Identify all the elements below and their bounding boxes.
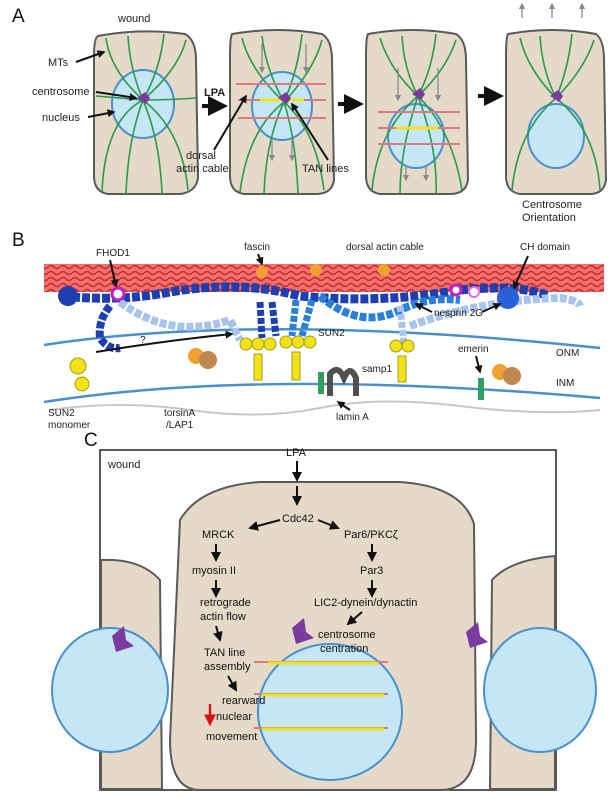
label-emerin: emerin	[458, 344, 489, 355]
ch-domain-right	[497, 287, 519, 309]
flow-tan-assembly-1: TAN line	[204, 647, 245, 659]
label-actin-cable: actin cable	[176, 163, 229, 175]
flow-rearward-3: movement	[206, 731, 257, 743]
centrosome-right	[466, 622, 488, 648]
flow-lpa: LPA	[286, 447, 307, 459]
centrosome-1	[137, 92, 150, 104]
nucleus-3	[387, 103, 445, 169]
flow-myosin: myosin II	[192, 565, 236, 577]
label-centrosome-orientation-2: Orientation	[522, 212, 576, 224]
cell-3	[365, 29, 470, 195]
centrosome-2	[278, 92, 291, 104]
flow-lic2: LIC2-dynein/dynactin	[314, 597, 417, 609]
centrosome-3	[412, 88, 425, 100]
fascin-3	[378, 264, 390, 276]
fhod1-3	[468, 286, 480, 298]
centrosome-4	[550, 90, 563, 102]
label-mts: MTs	[48, 57, 69, 69]
cell-1	[93, 30, 200, 195]
sun2-trimers	[69, 335, 415, 392]
panel-b: B	[12, 230, 604, 431]
label-wound-c: wound	[107, 459, 140, 471]
flow-rearward-2: nuclear	[216, 711, 252, 723]
inner-nuclear-membrane	[43, 382, 601, 404]
label-sun2-monomer-1: SUN2	[48, 408, 75, 419]
torsin-4	[503, 367, 521, 385]
label-centrosome-orientation-1: Centrosome	[522, 199, 582, 211]
centrosome-main	[292, 618, 314, 644]
label-dorsal-actin-cable-b: dorsal actin cable	[346, 242, 424, 253]
cell-2	[229, 29, 336, 195]
cell-4	[505, 2, 608, 195]
samp1	[327, 366, 359, 396]
label-fhod1: FHOD1	[96, 248, 130, 259]
panel-a-letter: A	[12, 6, 25, 27]
centrosome-left	[112, 626, 134, 652]
panel-c-letter: C	[84, 430, 98, 451]
emerin-1	[318, 372, 324, 394]
label-inm: INM	[556, 378, 574, 389]
dorsal-actin-cable	[44, 264, 604, 292]
fascin-1	[256, 266, 268, 278]
label-sun2: SUN2	[318, 328, 345, 339]
label-fascin: fascin	[244, 242, 270, 253]
flow-retrograde-1: retrograde	[200, 597, 251, 609]
fascin-2	[310, 264, 322, 276]
label-dorsal: dorsal	[186, 150, 216, 162]
label-lpa-a: LPA	[204, 87, 225, 99]
main-nucleus	[257, 643, 403, 781]
panel-b-letter: B	[12, 230, 25, 251]
flow-retrograde-2: actin flow	[200, 611, 246, 623]
sun2-monomer	[69, 357, 87, 375]
flow-cdc42: Cdc42	[282, 513, 314, 525]
torsin-2	[199, 351, 217, 369]
nesprin-chains	[61, 282, 584, 353]
flow-centration-2: centration	[320, 643, 368, 655]
panel-c: C wound LPA Cdc42 MRCK myosin II retrogr	[51, 430, 597, 791]
panel-a: A wound MTs centrosome nucleus LPA	[12, 2, 608, 224]
fhod1-1	[110, 286, 126, 302]
label-onm: ONM	[556, 348, 579, 359]
emerin-2	[478, 378, 484, 400]
label-nesprin-2g: nesprin 2G	[434, 308, 483, 319]
label-tan-lines: TAN lines	[302, 163, 349, 175]
label-torsin-2: /LAP1	[166, 420, 194, 431]
right-nucleus	[483, 627, 597, 753]
ch-domain-left	[58, 286, 78, 306]
label-sun2-monomer-2: monomer	[48, 420, 91, 431]
left-nucleus	[51, 627, 169, 753]
nucleus-1	[111, 69, 175, 139]
label-centrosome: centrosome	[32, 86, 89, 98]
flow-mrck: MRCK	[202, 529, 235, 541]
flow-centration-1: centrosome	[318, 629, 375, 641]
flow-rearward-1: rearward	[222, 695, 265, 707]
label-nucleus: nucleus	[42, 112, 80, 124]
label-ch-domain: CH domain	[520, 242, 570, 253]
label-torsin-1: torsinA	[164, 408, 195, 419]
fhod1-2	[449, 283, 463, 297]
label-lamin-a: lamin A	[336, 412, 369, 423]
label-wound-a: wound	[117, 13, 150, 25]
label-question: ?	[140, 335, 146, 346]
lamina	[49, 400, 601, 416]
nucleus-4	[527, 103, 585, 169]
label-samp1: samp1	[362, 364, 392, 375]
flow-par3: Par3	[360, 565, 383, 577]
flow-tan-assembly-2: assembly	[204, 661, 251, 673]
flow-par6: Par6/PKCζ	[344, 529, 398, 541]
